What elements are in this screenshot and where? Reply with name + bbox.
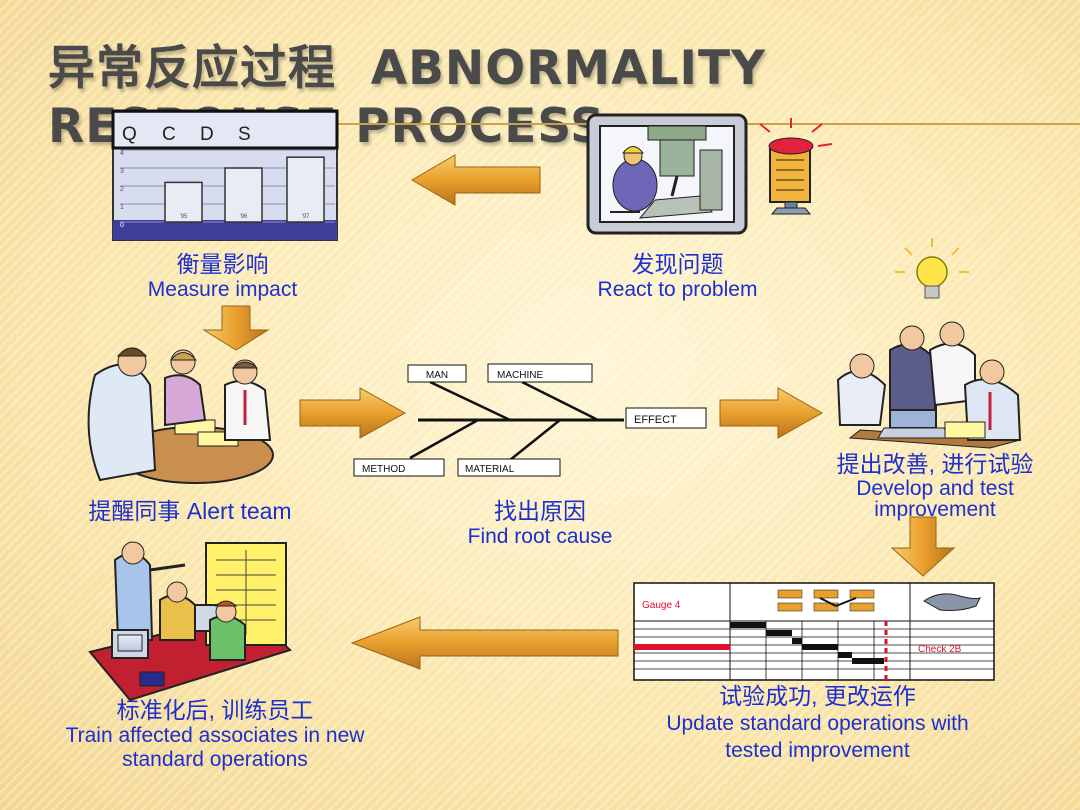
arrow-right-middle-left (299, 387, 407, 439)
fishbone-cause-machine: MACHINE (497, 370, 543, 381)
react-to-problem-en: React to problem (597, 278, 758, 301)
qcds-bar-2 (286, 156, 325, 223)
fishbone-diagram: MAN MACHINE METHOD MATERIAL EFFECT (353, 363, 707, 477)
caption-find-root-cause: 找出原因 Find root cause (440, 497, 640, 549)
title-chinese: 异常反应过程 (48, 41, 336, 96)
y-tick-3: 3 (120, 168, 124, 175)
caption-react-to-problem: 发现问题 React to problem (560, 250, 795, 302)
y-tick-0: 0 (120, 222, 124, 229)
alarm-beacon-icon (759, 118, 833, 215)
qcds-bar-label-1: '96 (240, 214, 248, 220)
caption-train-associates: 标准化后, 训练员工 Train affected associates in … (65, 696, 365, 772)
measure-impact-zh: 衡量影响 (176, 251, 269, 277)
gantt-chart: Gauge 4 Check 2B (633, 582, 995, 681)
y-tick-2: 2 (120, 186, 124, 193)
qcds-bar-0 (164, 181, 203, 223)
fishbone-effect: EFFECT (634, 414, 677, 426)
train-associates-zh: 标准化后, 训练员工 (116, 697, 314, 723)
fishbone-cause-man: MAN (426, 370, 448, 381)
qcds-bar-1 (224, 167, 263, 223)
qcds-bar-label-2: '97 (302, 214, 310, 220)
qcds-letter-q: Q (122, 124, 137, 145)
develop-test-en: Develop and test improvement (856, 477, 1014, 521)
caption-measure-impact: 衡量影响 Measure impact (100, 250, 345, 302)
arrow-down-right (890, 516, 956, 577)
update-standard-en: Update standard operations with tested i… (666, 712, 969, 762)
develop-test-zh: 提出改善, 进行试验 (836, 451, 1034, 477)
qcds-chart: 4 3 2 1 0 '95 '96 '97 Q C D S (111, 109, 339, 241)
arrow-right-middle-right (719, 387, 824, 439)
alert-team-meeting-picture (87, 347, 274, 484)
caption-alert-team: 提醒同事 Alert team (70, 497, 310, 525)
qcds-bar-label-0: '95 (180, 214, 188, 220)
alert-team-label: 提醒同事 Alert team (88, 498, 292, 524)
arrow-left-bottom (350, 616, 619, 670)
caption-develop-test: 提出改善, 进行试验 Develop and test improvement (820, 450, 1050, 520)
update-standard-zh: 试验成功, 更改运作 (719, 683, 916, 709)
training-picture (88, 541, 292, 702)
drill-press-worker-picture (586, 113, 748, 235)
arrow-down-left (202, 305, 270, 351)
fishbone-cause-method: METHOD (362, 464, 405, 475)
qcds-letter-c: C (162, 124, 176, 145)
react-to-problem-zh: 发现问题 (631, 251, 724, 277)
find-root-cause-en: Find root cause (467, 525, 613, 548)
develop-team-picture (836, 321, 1022, 449)
qcds-letter-d: D (200, 124, 214, 145)
gantt-label-check: Check 2B (918, 644, 962, 655)
caption-update-standard: 试验成功, 更改运作 Update standard operations wi… (655, 682, 980, 764)
train-associates-en: Train affected associates in new standar… (65, 724, 365, 771)
light-bulb-icon (895, 238, 969, 299)
gantt-label-gauge: Gauge 4 (642, 600, 681, 611)
qcds-letter-s: S (238, 124, 251, 145)
y-tick-4: 4 (120, 150, 124, 157)
fishbone-cause-material: MATERIAL (465, 464, 515, 475)
y-tick-1: 1 (120, 204, 124, 211)
measure-impact-en: Measure impact (147, 278, 298, 301)
find-root-cause-zh: 找出原因 (494, 498, 586, 524)
arrow-left-top (411, 154, 541, 206)
